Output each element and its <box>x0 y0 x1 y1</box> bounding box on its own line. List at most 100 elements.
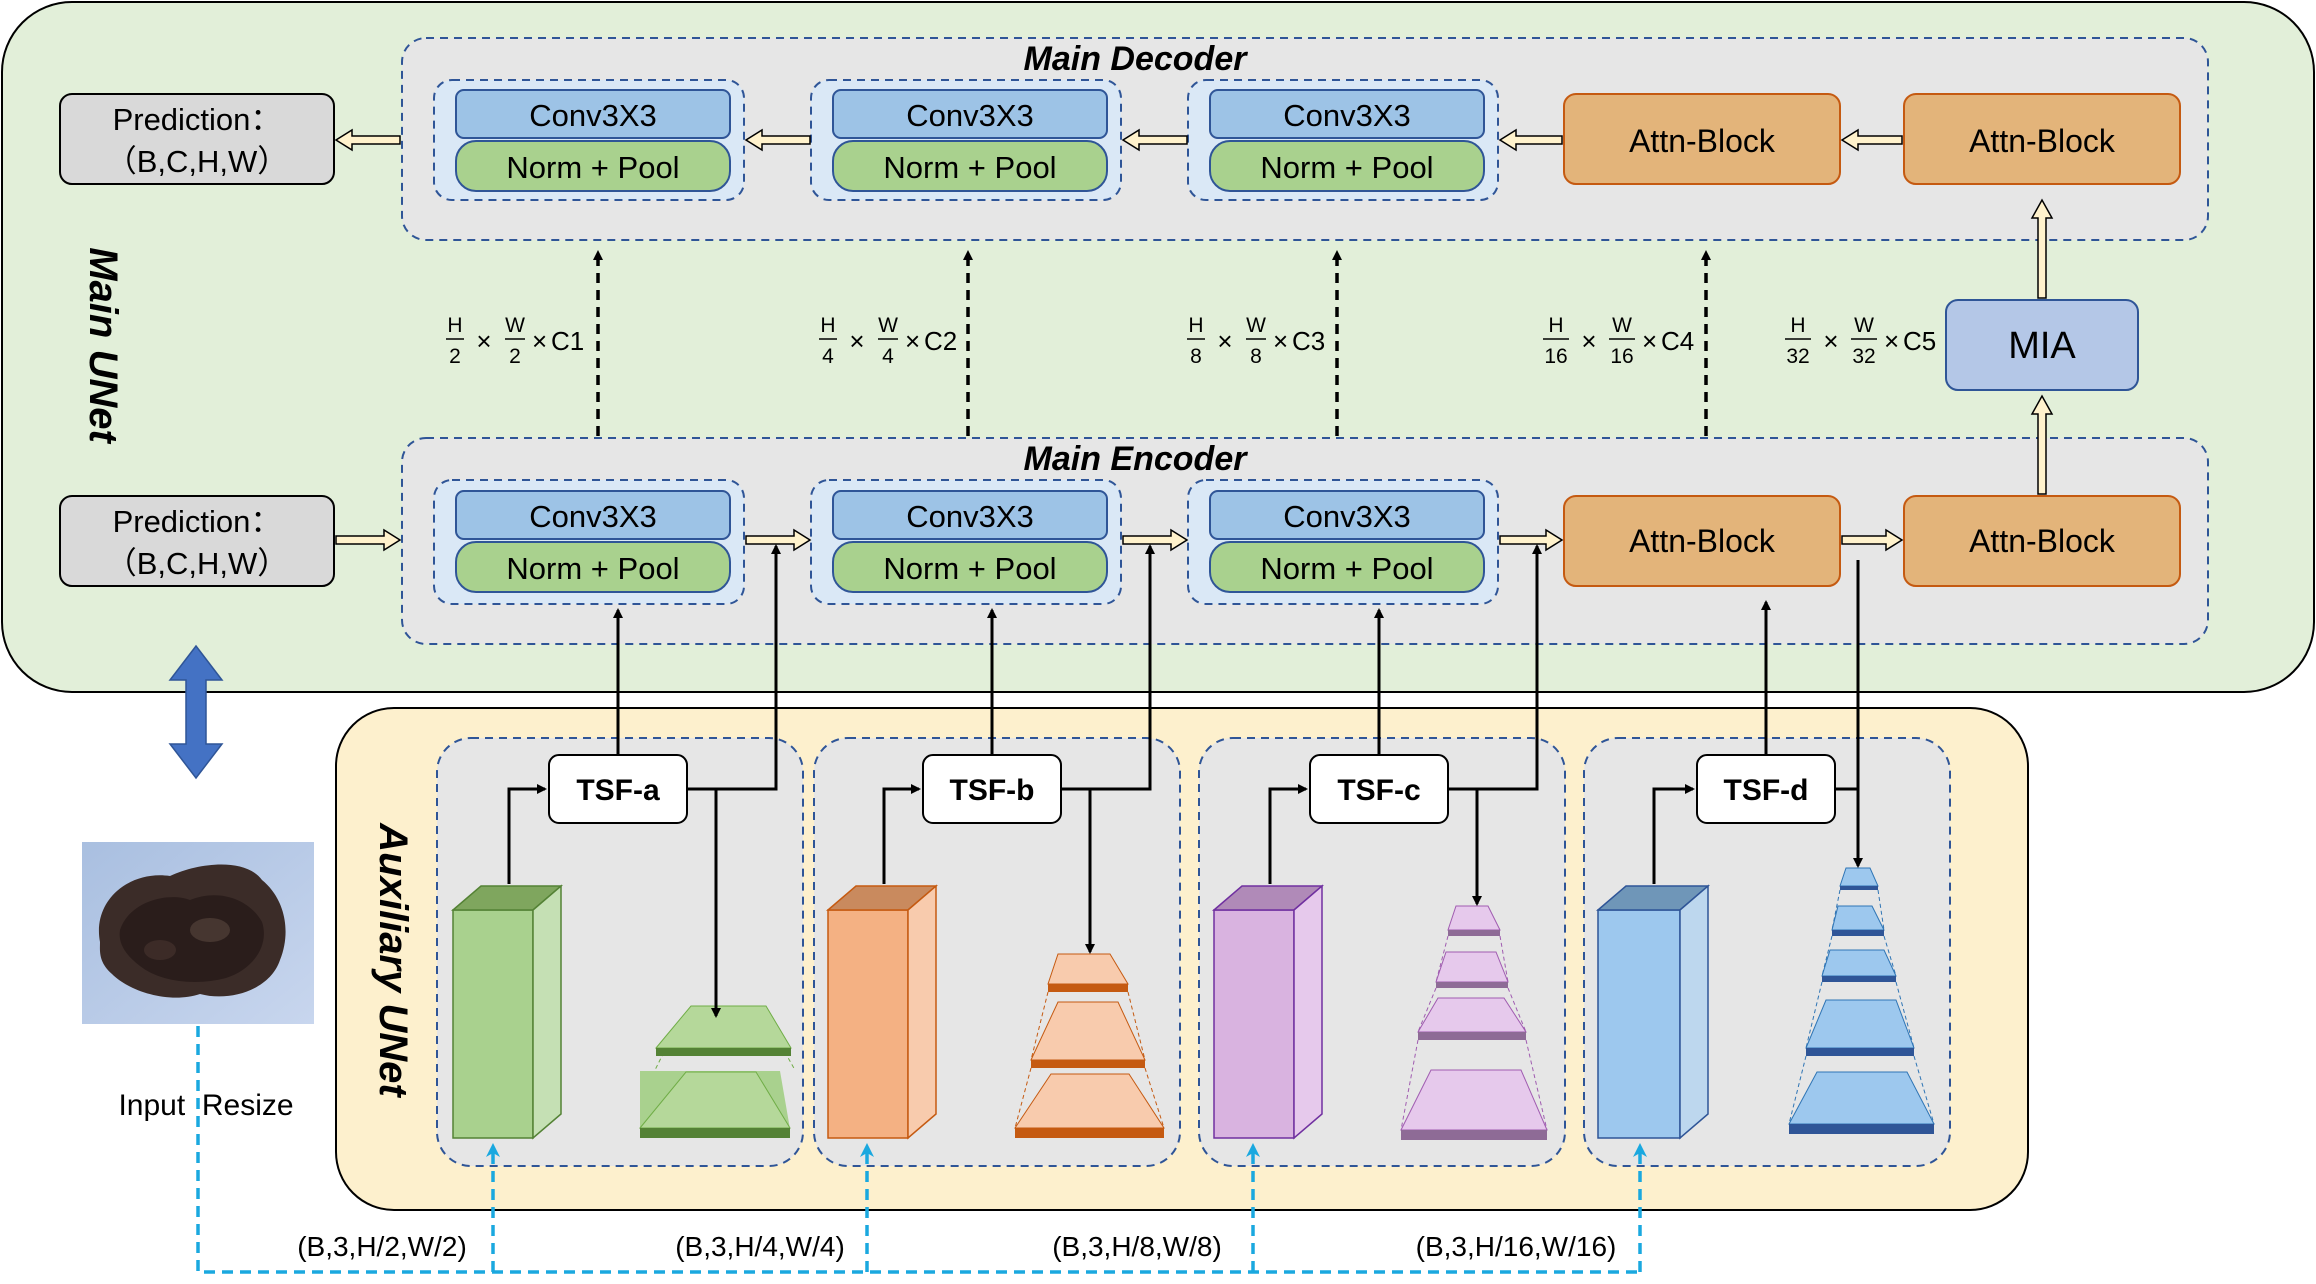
input-dim-d: (B,3,H/16,W/16) <box>1416 1231 1617 1262</box>
encoder-norm-2-label: Norm + Pool <box>883 551 1056 586</box>
decoder-conv-1-label: Conv3X3 <box>529 98 657 133</box>
skip-dim-2-w-den: 4 <box>882 345 894 368</box>
mia-label: MIA <box>2008 325 2076 367</box>
skip-dim-4-w-den: 16 <box>1610 345 1633 368</box>
skip-dim-5-times2: × <box>1884 326 1899 356</box>
arrow-dec2-to-dec1 <box>744 128 811 152</box>
bidirectional-arrow <box>168 644 224 780</box>
arrow-attn2-to-attn1 <box>1840 128 1903 152</box>
input-bus <box>196 1026 1640 1274</box>
skip-dim-3: H 8 × W 8 × C3 <box>1187 314 1325 368</box>
decoder-attn-block-2 <box>1903 93 2181 185</box>
input-dim-a: (B,3,H/2,W/2) <box>297 1231 467 1262</box>
tsf-c-label: TSF-c <box>1337 774 1420 807</box>
skip-dim-3-h: H <box>1188 314 1203 337</box>
skip-dim-4: H 16 × W 16 × C4 <box>1543 314 1694 368</box>
skip-dim-1-ch: C1 <box>551 326 584 356</box>
encoder-conv-3-label: Conv3X3 <box>1283 499 1411 534</box>
skip-dim-1-h: H <box>447 314 462 337</box>
skip-dim-1-w: W <box>505 314 525 337</box>
encoder-attn-block-2-label: Attn-Block <box>1969 523 2116 559</box>
volume-c <box>1211 884 1325 1140</box>
decoder-norm-2-label: Norm + Pool <box>883 150 1056 185</box>
skip-dim-5-ch: C5 <box>1903 326 1936 356</box>
skip-dim-3-w-den: 8 <box>1250 345 1262 368</box>
encoder-norm-3 <box>1209 541 1485 593</box>
decoder-norm-3 <box>1209 140 1485 192</box>
decoder-conv-2 <box>832 89 1108 139</box>
tsf-b-label: TSF-b <box>950 774 1035 807</box>
tsf-a-label: TSF-a <box>576 774 660 807</box>
skip-dim-5-times: × <box>1823 326 1838 356</box>
volume-b <box>825 884 939 1140</box>
prediction-bottom: Prediction： （B,C,H,W） <box>59 495 335 587</box>
skip-dim-2-times2: × <box>905 326 920 356</box>
tsf-d-label: TSF-d <box>1724 774 1809 807</box>
decoder-block-2: Conv3X3 Norm + Pool <box>810 79 1122 201</box>
mia-arrows <box>2030 198 2054 495</box>
input-dim-b: (B,3,H/4,W/4) <box>675 1231 845 1262</box>
main-encoder-title: Main Encoder <box>1024 440 1249 478</box>
arrow-dec3-to-dec2 <box>1121 128 1188 152</box>
arrow-vol-c-to-tsf <box>1268 784 1308 884</box>
skip-dim-3-h-den: 8 <box>1190 345 1202 368</box>
skip-dim-3-times: × <box>1217 326 1232 356</box>
skip-dim-1-w-den: 2 <box>509 345 521 368</box>
encoder-norm-1-label: Norm + Pool <box>506 551 679 586</box>
auxiliary-unet-label: Auxiliary UNet <box>371 822 415 1098</box>
arrow-vol-a-to-tsf <box>507 784 547 884</box>
arrow-enc2-to-enc3 <box>1122 528 1189 552</box>
decoder-conv-2-label: Conv3X3 <box>906 98 1034 133</box>
skip-dim-5-w-den: 32 <box>1852 345 1875 368</box>
decoder-flow-arrows <box>334 128 1903 152</box>
decoder-attn-block-1-label: Attn-Block <box>1629 123 1776 159</box>
decoder-attn-block-2-label: Attn-Block <box>1969 123 2116 159</box>
input-resize-label: Input Resize <box>118 1089 293 1122</box>
skip-dim-5-h-den: 32 <box>1786 345 1809 368</box>
encoder-block-1: Conv3X3 Norm + Pool <box>433 479 745 605</box>
encoder-block-2: Conv3X3 Norm + Pool <box>810 479 1122 605</box>
skip-dim-2: H 4 × W 4 × C2 <box>819 314 957 368</box>
arrow-mia-to-decoder <box>2030 198 2054 299</box>
decoder-attn-block-1 <box>1563 93 1841 185</box>
main-decoder-title: Main Decoder <box>1024 40 1249 78</box>
decoder-norm-1-label: Norm + Pool <box>506 150 679 185</box>
arrow-enc1-to-enc2 <box>745 528 812 552</box>
encoder-conv-3 <box>1209 490 1485 540</box>
skip-dim-4-times: × <box>1581 326 1596 356</box>
encoder-attn-block-2 <box>1903 495 2181 587</box>
input-dim-c: (B,3,H/8,W/8) <box>1052 1231 1222 1262</box>
skip-dim-4-h-den: 16 <box>1544 345 1567 368</box>
decoder-norm-2 <box>832 140 1108 192</box>
skip-dim-3-times2: × <box>1273 326 1288 356</box>
volume-d <box>1595 884 1711 1140</box>
skip-dim-3-w: W <box>1246 314 1266 337</box>
skip-dim-4-w: W <box>1612 314 1632 337</box>
main-unet-label: Main UNet <box>81 247 125 444</box>
skip-dim-5-h: H <box>1790 314 1805 337</box>
skip-dim-2-ch: C2 <box>924 326 957 356</box>
decoder-norm-1 <box>455 140 731 192</box>
skip-dim-2-w: W <box>878 314 898 337</box>
input-image <box>82 842 314 1024</box>
skip-dim-1-h-den: 2 <box>449 345 461 368</box>
arrow-to-prediction-top <box>334 128 401 152</box>
encoder-norm-2 <box>832 541 1108 593</box>
decoder-block-3: Conv3X3 Norm + Pool <box>1187 79 1499 201</box>
skip-dim-1-times2: × <box>532 326 547 356</box>
skip-dim-5: H 32 × W 32 × C5 <box>1785 314 1936 368</box>
arrow-prediction-to-encoder <box>335 528 402 552</box>
encoder-conv-2 <box>832 490 1108 540</box>
slabs-c <box>1400 905 1548 1140</box>
decoder-conv-3-label: Conv3X3 <box>1283 98 1411 133</box>
slabs-b <box>1014 953 1165 1138</box>
encoder-conv-1 <box>455 490 731 540</box>
slabs-a <box>638 1005 796 1138</box>
input-distribution-lines <box>196 1026 1647 1274</box>
skip-dim-2-times: × <box>849 326 864 356</box>
arrow-tsf-b-to-enc-link <box>1090 544 1155 791</box>
volume-a <box>450 884 564 1140</box>
skip-dim-2-h-den: 4 <box>822 345 834 368</box>
skip-dim-4-times2: × <box>1642 326 1657 356</box>
